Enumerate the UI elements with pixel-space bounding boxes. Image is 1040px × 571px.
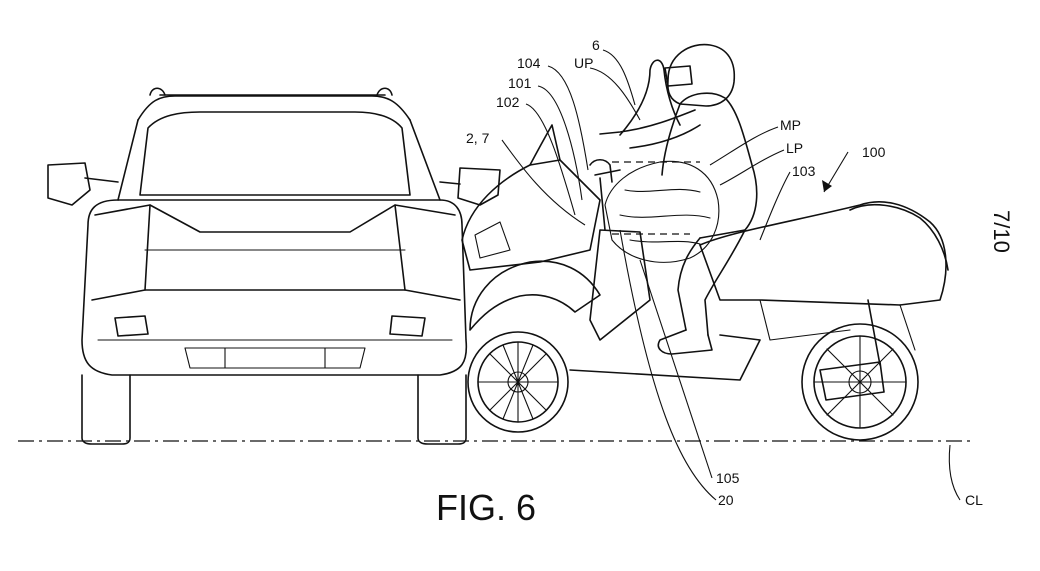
airbag — [604, 59, 720, 263]
rider — [599, 43, 758, 355]
label-105: 105 — [716, 470, 740, 486]
figure-caption: FIG. 6 — [436, 487, 536, 528]
label-100: 100 — [862, 144, 886, 160]
car-rear-view — [47, 87, 501, 445]
label-cl: CL — [965, 492, 983, 508]
label-up: UP — [574, 55, 593, 71]
leader-lines — [501, 49, 961, 501]
label-6: 6 — [592, 37, 600, 53]
label-mp: MP — [780, 117, 801, 133]
label-101: 101 — [508, 75, 532, 91]
label-103: 103 — [792, 163, 816, 179]
label-20: 20 — [718, 492, 734, 508]
three-wheel-scooter — [461, 124, 949, 441]
label-lp: LP — [786, 140, 803, 156]
label-2-7: 2, 7 — [466, 130, 490, 146]
label-102: 102 — [496, 94, 520, 110]
label-104: 104 — [517, 55, 541, 71]
sheet-number: 7/10 — [989, 210, 1014, 253]
